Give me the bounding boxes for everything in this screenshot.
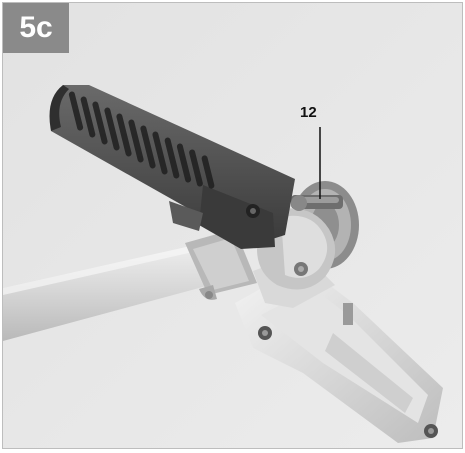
callout-label: 12: [300, 104, 317, 121]
shaft: [3, 241, 225, 341]
figure-panel: 5c 12: [2, 2, 463, 449]
product-photo: [3, 3, 462, 448]
release-lever: [291, 195, 343, 211]
figure-label-badge: 5c: [3, 3, 69, 53]
handle-grip: [49, 85, 295, 249]
